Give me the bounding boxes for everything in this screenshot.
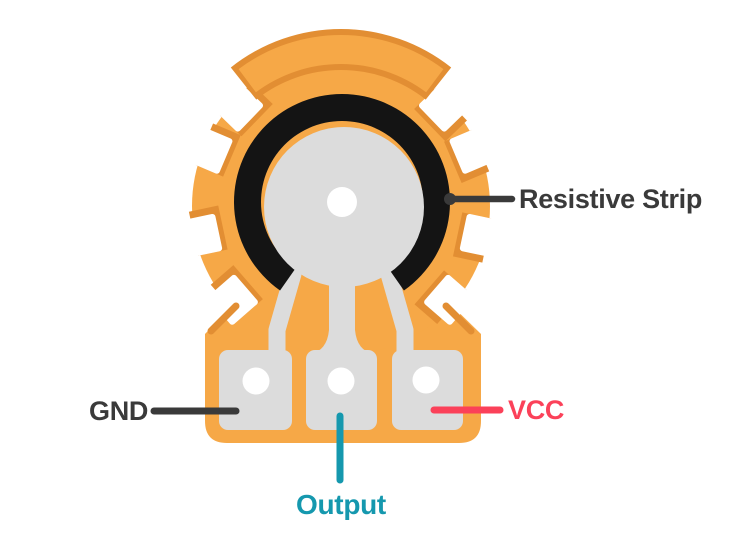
gnd-label: GND [89,396,149,426]
mounting-notch [180,205,228,258]
wiper-trace-flare [310,330,374,354]
gnd-trace [268,265,302,365]
mounting-notch [444,126,496,184]
output-label: Output [296,489,386,520]
notch-cut [424,274,474,325]
gnd-pad-hole [242,367,270,395]
notch-cut [213,81,264,132]
notch-cut [208,274,258,325]
notch-cut [180,213,223,258]
mounting-notch [186,123,241,177]
notch-cut [418,81,469,132]
notch-cut [459,213,502,258]
mounting-notch [414,270,474,325]
mounting-notch [452,212,502,263]
mounting-notch [414,81,469,142]
vcc-trace [380,265,414,365]
output-pad-hole [327,367,355,395]
notch-cut [449,126,496,174]
top-cap [238,35,444,93]
right-shoulder-bevel [442,302,475,335]
notch-cut [186,126,233,174]
vcc-label: VCC [508,395,565,425]
vcc-pad-hole [412,366,440,394]
left-shoulder-bevel [207,302,240,335]
mounting-notch [208,265,263,325]
resistive-strip-label: Resistive Strip [519,184,703,214]
shaft-hole [327,187,357,217]
